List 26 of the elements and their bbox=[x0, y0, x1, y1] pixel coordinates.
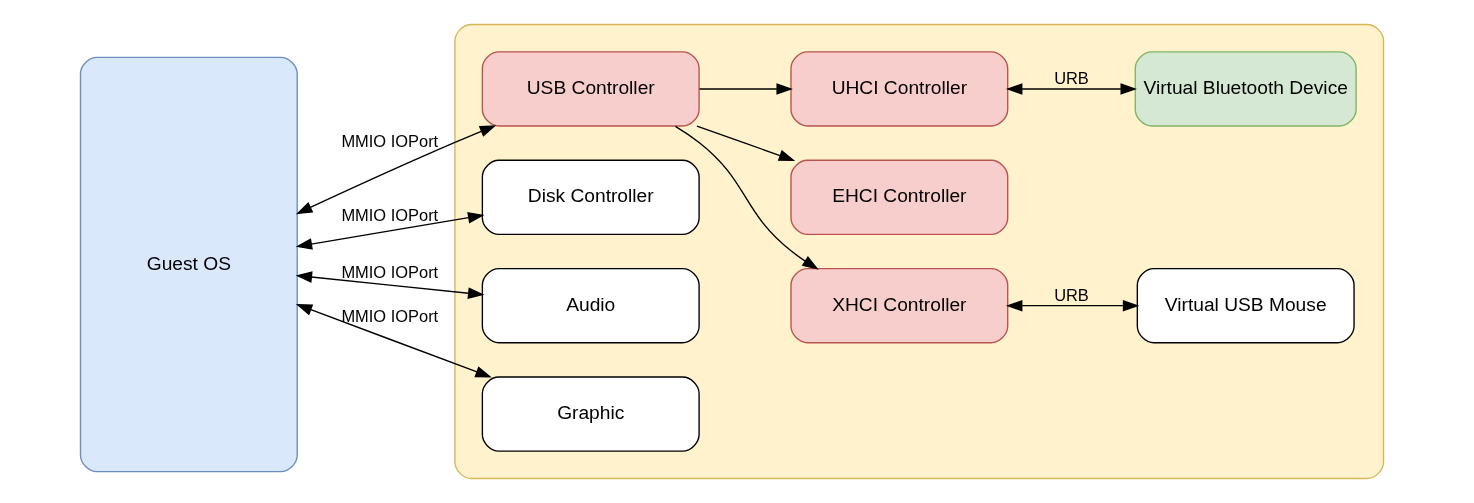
arrow bbox=[295, 212, 484, 250]
node-box: Virtual USB Mouse bbox=[1136, 267, 1355, 344]
node-box: UHCI Controller bbox=[789, 51, 1008, 127]
edge-label: URB bbox=[1053, 69, 1089, 88]
node-box: XHCI Controller bbox=[789, 267, 1008, 344]
node-box: Virtual Bluetooth Device bbox=[1134, 51, 1357, 127]
node-box: Guest OS bbox=[79, 56, 298, 473]
arrow bbox=[698, 83, 793, 95]
edge-label: MMIO IOPort bbox=[340, 262, 438, 281]
arrow bbox=[1005, 299, 1139, 312]
edge-label: URB bbox=[1053, 286, 1089, 305]
node-box: Disk Controller bbox=[481, 159, 700, 236]
edge-label: MMIO IOPort bbox=[340, 206, 438, 225]
node-box: EHCI Controller bbox=[789, 159, 1008, 236]
edge-label: MMIO IOPort bbox=[340, 132, 438, 151]
node-box: USB Controller bbox=[481, 51, 700, 127]
arrow bbox=[295, 304, 492, 378]
arrow bbox=[295, 125, 496, 215]
arrow bbox=[295, 271, 484, 299]
node-box: Graphic bbox=[481, 376, 700, 452]
arrow bbox=[674, 125, 819, 270]
cluster bbox=[453, 23, 1384, 480]
node-box: Audio bbox=[481, 267, 700, 344]
arrow bbox=[1005, 83, 1137, 95]
edge-label: MMIO IOPort bbox=[340, 306, 438, 325]
arrow bbox=[695, 125, 795, 161]
